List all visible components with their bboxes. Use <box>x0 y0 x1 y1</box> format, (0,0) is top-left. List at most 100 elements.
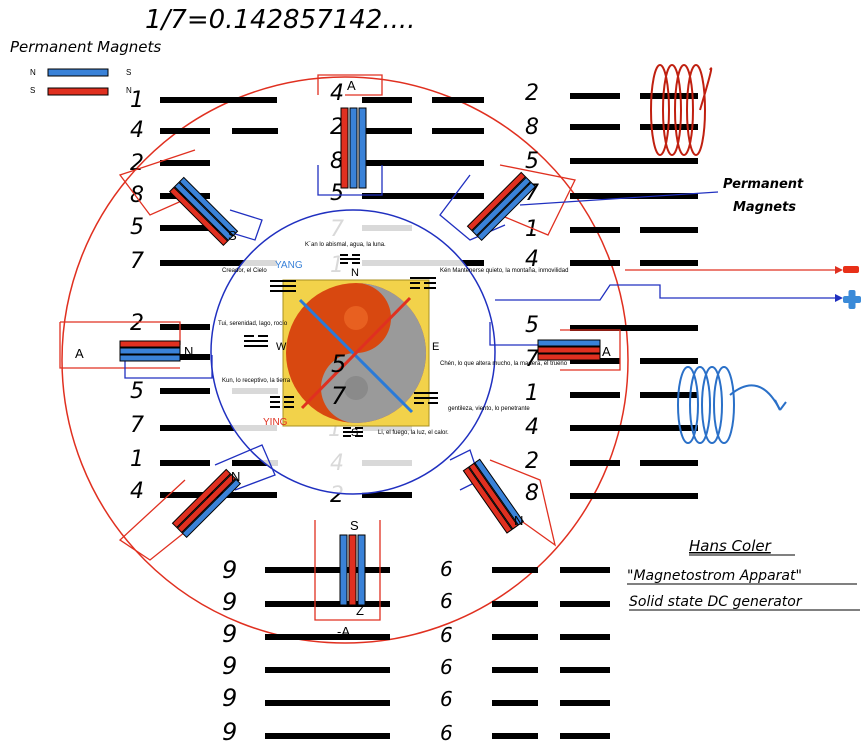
magnet-pole-labels: A A A S N S -A N N Z <box>75 78 611 639</box>
trigrams <box>244 254 438 437</box>
legend-title: Permanent Magnets <box>10 38 161 56</box>
digit: 8 <box>525 115 539 140</box>
digit: 7 <box>130 249 144 274</box>
digit: 4 <box>130 118 144 143</box>
digit: 4 <box>525 247 539 272</box>
caption-name: Hans Coler <box>689 537 772 555</box>
magnet-top <box>340 107 367 189</box>
digit: 6 <box>440 623 453 647</box>
legend-row1-right: S <box>126 68 131 77</box>
pole-label: -A <box>337 624 350 639</box>
hexagram-bars-bottom-left <box>265 567 390 739</box>
digit: 2 <box>130 311 144 336</box>
magnet-top-right <box>466 171 537 242</box>
legend-row2-left: S <box>30 86 35 95</box>
minus-terminal-icon <box>843 266 859 273</box>
outer-coil-ring <box>61 76 629 644</box>
digit: 5 <box>130 379 144 404</box>
pole-label: A <box>347 78 356 93</box>
digit: 4 <box>130 479 144 504</box>
center-digit: 7 <box>331 382 347 410</box>
trigram-label-left: Tui, serenidad, lago, rocío <box>218 321 288 327</box>
digit: 7 <box>130 413 144 438</box>
center-digit: 5 <box>331 350 346 378</box>
digit: 6 <box>440 557 453 581</box>
digit-grid-bottom-right: 6 6 6 6 6 6 <box>440 557 453 745</box>
pole-label: A <box>75 346 84 361</box>
trigram-label-bottom-right: gentileza, viento, lo penetrante <box>448 406 530 412</box>
digit: 9 <box>222 684 237 712</box>
output-arrowhead-positive <box>835 294 843 302</box>
yang-label: YANG <box>275 260 303 271</box>
digit: 9 <box>222 556 237 584</box>
magnet-bottom <box>339 534 366 606</box>
pole-label: S <box>228 228 237 243</box>
legend-row2-right: N <box>126 86 132 95</box>
magnet-bottom-right <box>462 458 525 534</box>
legend-north-magnet-swatch <box>47 68 109 77</box>
digit: 5 <box>525 313 539 338</box>
plus-terminal-icon <box>843 290 861 309</box>
compass-east: E <box>432 341 439 353</box>
callout-line2: Magnets <box>733 200 796 215</box>
trigram-label-top-left: Creador, el Cielo <box>222 268 267 274</box>
digit-grid-right: 2 8 5 7 1 4 5 7 1 4 2 8 <box>525 81 539 506</box>
ying-label: YING <box>263 417 288 428</box>
coil-red-icon <box>650 64 713 156</box>
magnet-left <box>119 340 181 362</box>
pole-label: N <box>231 469 240 484</box>
output-arrowhead-negative <box>835 266 843 274</box>
callout-pointer <box>519 191 719 206</box>
digit: 6 <box>440 721 453 745</box>
digit: 6 <box>440 687 453 711</box>
pole-label: A <box>602 344 611 359</box>
bagua-labels: K´an lo abismal, agua, la luna. YANG Cre… <box>218 242 568 436</box>
digit: 2 <box>525 449 539 474</box>
digit: 5 <box>130 215 144 240</box>
digit-grid-left: 1 4 2 8 5 7 2 8 5 7 1 4 <box>130 88 144 504</box>
magnet-bottom-left <box>171 468 242 539</box>
digit: 8 <box>525 481 539 506</box>
magnet-top-left <box>168 176 239 247</box>
digit: 2 <box>525 81 539 106</box>
hexagram-bars-bottom-right <box>492 567 610 739</box>
trigram-label-bottom-left: Kun, lo receptivo, la tierra <box>222 378 291 384</box>
digit: 6 <box>440 589 453 613</box>
hexagram-bars-right <box>570 93 698 499</box>
callout-line1: Permanent <box>723 177 804 192</box>
digit: 5 <box>525 149 539 174</box>
legend-row1-left: N <box>30 68 36 77</box>
trigram-label-top: K´an lo abismal, agua, la luna. <box>305 242 386 248</box>
digit: 9 <box>222 620 237 648</box>
trigram-label-right: Chén, lo que altera mucho, la madera, el… <box>440 361 568 367</box>
pole-label: Z <box>356 603 364 618</box>
pole-label: S <box>350 518 359 533</box>
output-wire-positive <box>495 284 835 301</box>
digit: 9 <box>222 652 237 680</box>
trigram-label-top-right: Kén Mantenerse quieto, la montaña, inmov… <box>440 268 568 274</box>
coil-blue-icon <box>677 366 787 444</box>
compass-north: N <box>351 267 359 279</box>
yin-yang-sun-moon <box>282 279 430 427</box>
digit: 1 <box>130 447 144 472</box>
legend-south-magnet-swatch <box>47 87 109 96</box>
digit: 2 <box>130 151 144 176</box>
magnet-right <box>537 339 601 361</box>
digit: 7 <box>525 347 539 372</box>
digit: 9 <box>222 718 237 746</box>
pole-label: N <box>184 344 193 359</box>
trigram-label-bottom: Li, el fuego, la luz, el calor. <box>378 430 449 436</box>
digit: 1 <box>130 88 144 113</box>
digit: 9 <box>222 588 237 616</box>
digit: 4 <box>525 415 539 440</box>
digit: 1 <box>525 217 539 242</box>
fraction-header: 1/7=0.142857142.... <box>145 5 415 35</box>
digit-grid-bottom-left: 9 9 9 9 9 9 <box>222 556 237 746</box>
caption-title: "Magnetostrom Apparat" <box>627 568 802 584</box>
pole-label: N <box>514 513 523 528</box>
caption-subtitle: Solid state DC generator <box>629 594 803 610</box>
digit: 1 <box>525 381 539 406</box>
compass-west: W <box>276 341 287 353</box>
digit: 6 <box>440 655 453 679</box>
